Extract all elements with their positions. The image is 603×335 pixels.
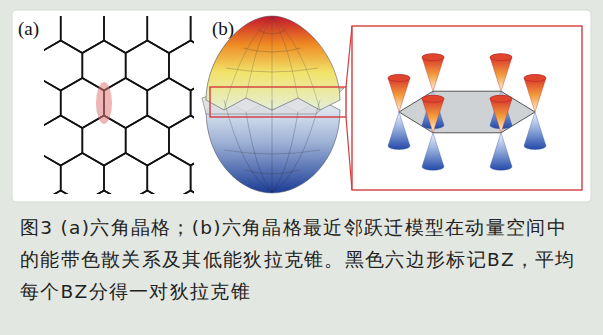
lower-cone bbox=[490, 133, 512, 171]
inset-frame bbox=[352, 26, 582, 190]
brillouin-zone bbox=[399, 91, 535, 133]
mesh-line bbox=[246, 112, 272, 192]
lattice-cell bbox=[169, 116, 194, 166]
mesh-line bbox=[258, 30, 285, 34]
lattice-cell bbox=[44, 16, 61, 53]
lattice-cell bbox=[147, 78, 190, 128]
dirac-cones bbox=[388, 54, 546, 171]
upper-cone bbox=[422, 54, 444, 92]
upper-cone bbox=[490, 54, 512, 92]
lower-cone bbox=[388, 112, 410, 150]
lattice-cell bbox=[169, 41, 194, 91]
lattice-cell bbox=[126, 116, 169, 166]
mesh-line bbox=[224, 100, 272, 192]
lattice-cell bbox=[126, 41, 169, 91]
upper-cone bbox=[422, 95, 444, 133]
band-surface bbox=[202, 16, 344, 193]
mesh-line bbox=[272, 112, 298, 192]
cone-rim bbox=[524, 75, 546, 82]
mesh-line bbox=[245, 170, 300, 174]
mesh-line bbox=[246, 17, 272, 98]
cone-rim bbox=[388, 75, 410, 82]
figure-caption: 图3 (a)六角晶格；(b)六角晶格最近邻跃迁模型在动量空间中的能带色散关系及其… bbox=[20, 212, 586, 308]
lattice-cell bbox=[169, 191, 194, 195]
lattice-cell bbox=[104, 16, 147, 53]
lattice-cell bbox=[147, 16, 190, 53]
mesh-line bbox=[272, 17, 273, 110]
cone-rim bbox=[422, 54, 444, 61]
lattice-cell bbox=[44, 153, 61, 194]
mesh-line bbox=[243, 48, 301, 52]
panel-label: (a) bbox=[18, 19, 39, 38]
bond-highlight bbox=[96, 82, 112, 124]
lattice-cell bbox=[44, 116, 82, 166]
panel-label: (b) bbox=[212, 19, 234, 38]
upper-cone bbox=[524, 75, 546, 113]
cone-rim bbox=[490, 54, 512, 61]
mesh-line bbox=[224, 150, 321, 154]
zoom-line bbox=[346, 26, 352, 87]
lower-cone bbox=[422, 133, 444, 171]
upper-cone bbox=[388, 75, 410, 113]
upper-cone bbox=[490, 95, 512, 133]
lattice-cell bbox=[61, 16, 104, 53]
lattice-cell bbox=[191, 78, 194, 128]
lattice-cell bbox=[104, 153, 147, 194]
surface-mesh bbox=[224, 17, 321, 192]
lattice-cell bbox=[126, 191, 169, 195]
zoom-line bbox=[346, 117, 352, 190]
mesh-line bbox=[226, 68, 318, 72]
lattice-cell bbox=[82, 191, 125, 195]
hexagonal-lattice bbox=[44, 16, 194, 194]
cone-rim bbox=[490, 95, 512, 102]
lattice-cell bbox=[191, 16, 194, 53]
mesh-line bbox=[272, 17, 320, 110]
upper-band bbox=[206, 16, 340, 110]
zoom-box bbox=[210, 87, 346, 117]
mesh-line bbox=[272, 100, 273, 192]
figure-panel bbox=[12, 10, 591, 202]
lattice-cell bbox=[61, 153, 104, 194]
lattice-cell bbox=[147, 153, 190, 194]
mesh-line bbox=[272, 100, 320, 192]
lower-cone bbox=[524, 112, 546, 150]
lattice-cell bbox=[191, 153, 194, 194]
cone-rim bbox=[422, 95, 444, 102]
mesh-line bbox=[272, 17, 298, 98]
lattice-cell bbox=[44, 191, 82, 195]
lattice-cell bbox=[44, 41, 82, 91]
